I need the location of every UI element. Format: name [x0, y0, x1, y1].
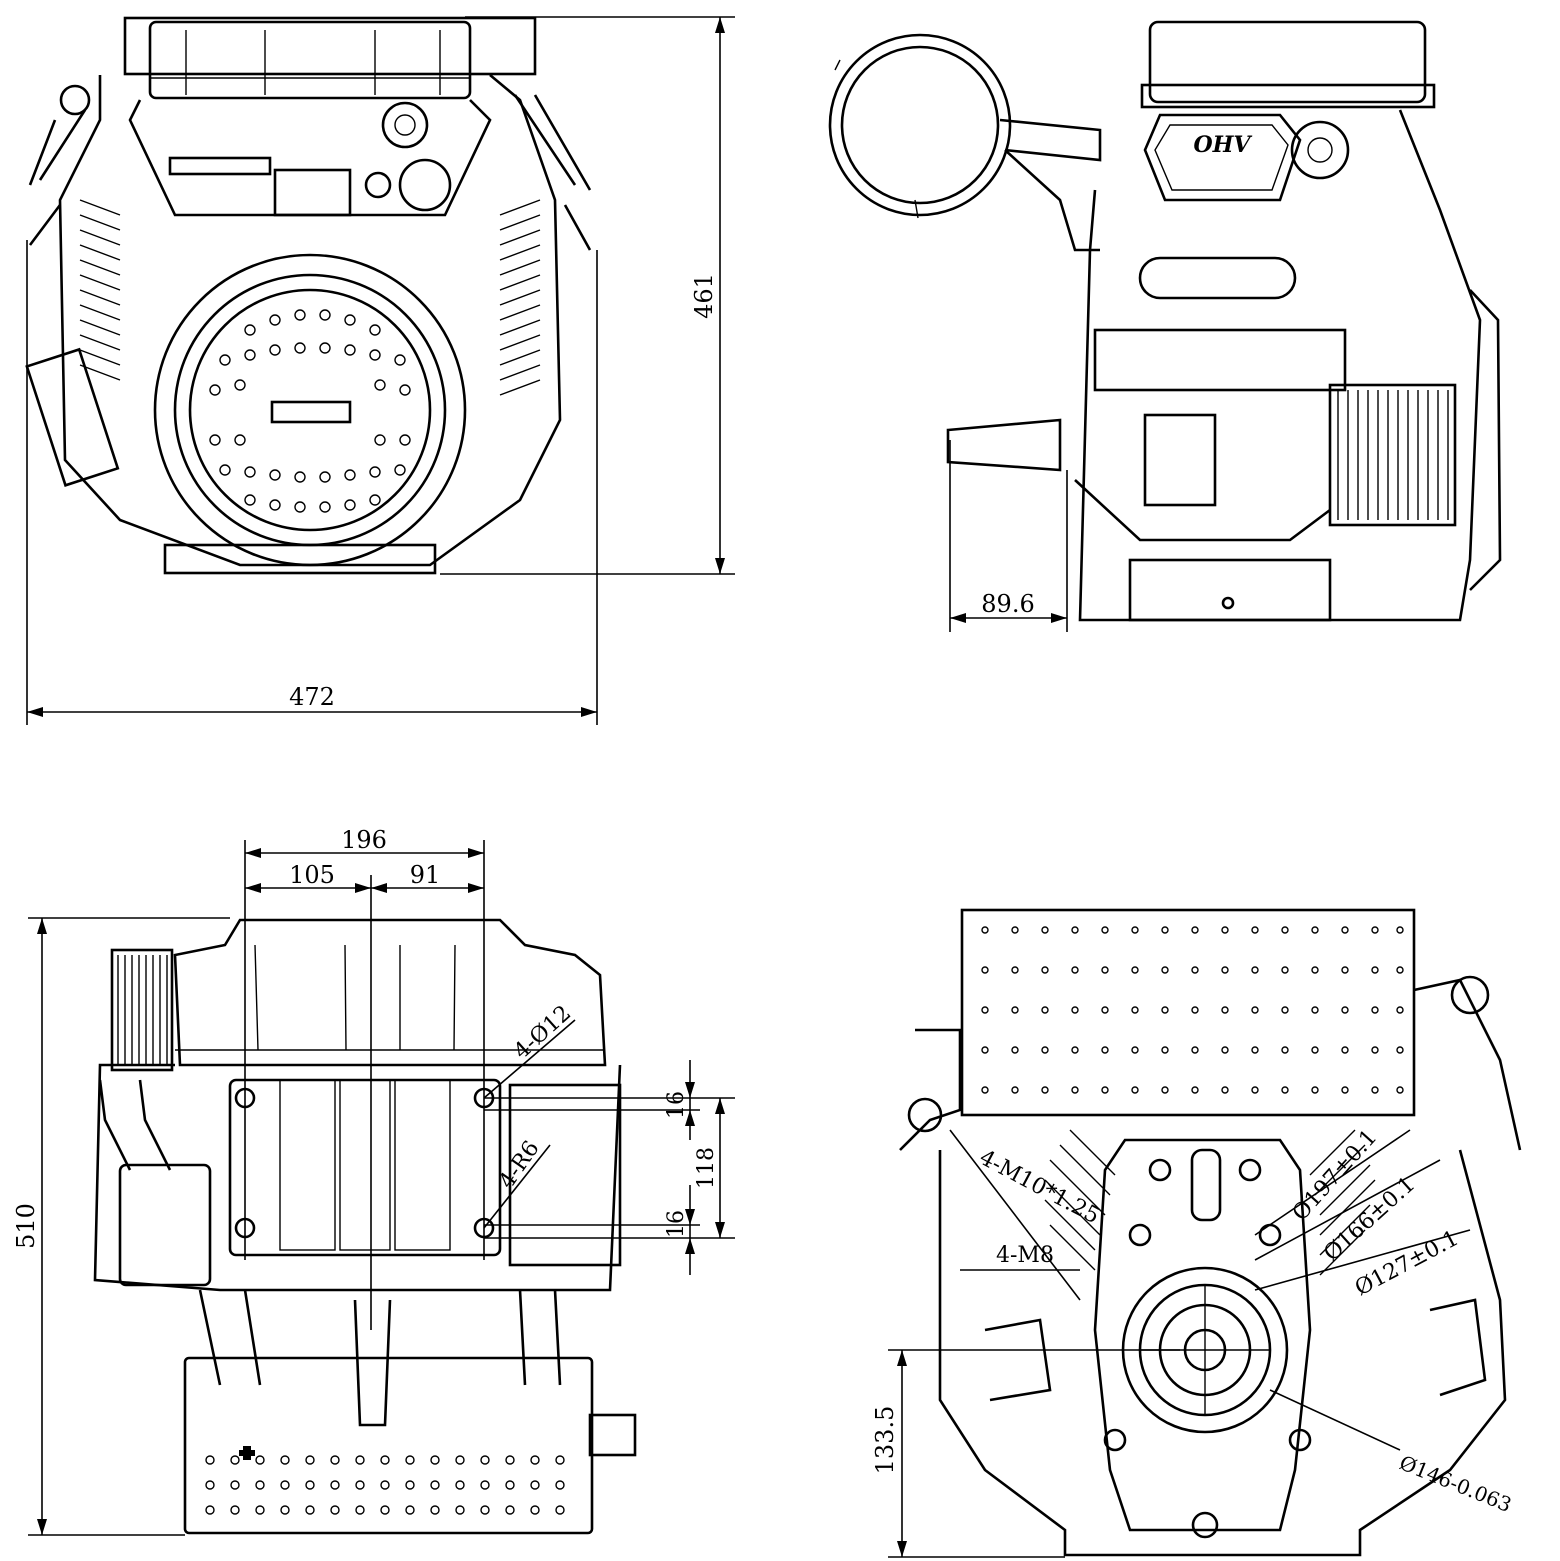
bolt-span-dim: 118 — [694, 1147, 719, 1189]
ohv-logo: OHV — [1193, 132, 1252, 158]
bottom-gap-dim: 16 — [664, 1210, 689, 1238]
side-offset-dim: 89.6 — [981, 590, 1034, 618]
top-left-offset-dim: 105 — [289, 861, 335, 889]
thread-m8-callout: 4-M8 — [996, 1243, 1054, 1268]
side-view: OHV 89.6 — [828, 20, 1502, 632]
radius-callout: 4-R6 — [494, 1137, 544, 1194]
top-gap-dim: 16 — [664, 1091, 689, 1119]
top-width-dim: 196 — [341, 826, 387, 854]
bottom-view: 133.5 4-M10*1.25 4-M8 Ø197±0.1 Ø166±0.1 … — [871, 908, 1522, 1558]
top-view: 196 105 91 510 16 118 16 4-Ø12 — [12, 826, 735, 1536]
front-view: 461 472 — [25, 16, 735, 725]
front-width-dim: 472 — [289, 683, 335, 711]
front-height-dim: 461 — [690, 273, 718, 319]
hole-callout: 4-Ø12 — [509, 1001, 576, 1065]
top-height-dim: 510 — [12, 1203, 40, 1249]
shaft-height-dim: 133.5 — [871, 1406, 899, 1475]
shaft-dia-callout: Ø146-0.063 — [1396, 1450, 1515, 1517]
top-right-offset-dim: 91 — [410, 861, 441, 889]
